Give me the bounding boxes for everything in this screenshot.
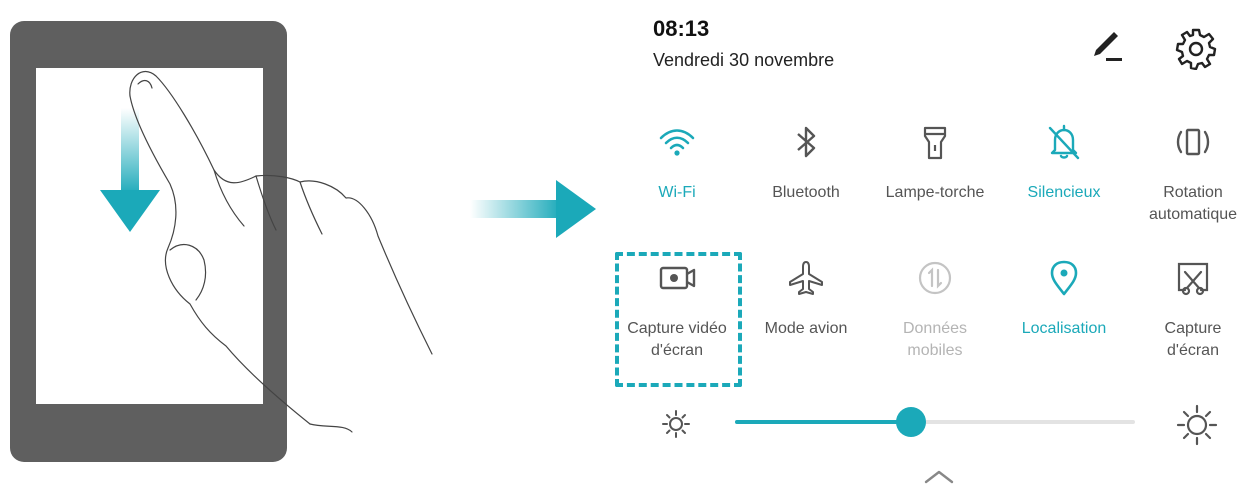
tile-mobile-data-label: Données mobiles xyxy=(902,320,968,359)
next-step-arrow xyxy=(470,180,596,238)
tile-screenshot[interactable]: Capture d'écran xyxy=(1128,258,1254,378)
brightness-high-icon xyxy=(1176,404,1218,446)
tile-silent-label: Silencieux xyxy=(1027,184,1101,201)
tile-flashlight[interactable]: Lampe-torche xyxy=(870,122,1000,242)
rotation-icon xyxy=(1176,128,1210,156)
edit-icon[interactable] xyxy=(1086,26,1126,66)
tile-silent[interactable]: Silencieux xyxy=(999,122,1129,242)
swipe-arrow-head xyxy=(100,190,160,232)
tile-airplane-label: Mode avion xyxy=(764,320,848,337)
swipe-arrow-shaft xyxy=(121,108,139,196)
status-date: Vendredi 30 novembre xyxy=(653,50,835,70)
tile-screenshot-label: Capture d'écran xyxy=(1164,320,1222,359)
status-time: 08:13 xyxy=(653,16,710,41)
brightness-slider-thumb[interactable] xyxy=(896,407,926,437)
airplane-icon xyxy=(789,261,823,295)
phone-screen xyxy=(36,68,263,404)
flashlight-icon xyxy=(923,126,947,160)
gear-icon[interactable] xyxy=(1174,26,1218,70)
chevron-up-icon[interactable] xyxy=(922,468,956,484)
brightness-low-icon xyxy=(662,410,690,438)
tile-location[interactable]: Localisation xyxy=(999,258,1129,378)
tile-wifi[interactable]: Wi-Fi xyxy=(612,122,742,242)
screen-record-icon xyxy=(659,266,696,290)
tile-location-label: Localisation xyxy=(1021,320,1107,337)
tile-bluetooth-label: Bluetooth xyxy=(772,184,840,201)
screenshot-icon xyxy=(1177,262,1209,296)
tile-rotation-label: Rotation automatique xyxy=(1148,184,1238,223)
tile-screen-record-label: Capture vidéo d'écran xyxy=(627,320,727,359)
tile-rotation[interactable]: Rotation automatique xyxy=(1128,122,1254,242)
tile-flashlight-label: Lampe-torche xyxy=(885,184,985,201)
tile-airplane[interactable]: Mode avion xyxy=(741,258,871,378)
wifi-icon xyxy=(659,129,695,156)
tile-screen-record[interactable]: Capture vidéo d'écran xyxy=(612,258,742,378)
bluetooth-icon xyxy=(797,126,816,158)
brightness-slider-fill xyxy=(735,420,911,424)
location-icon xyxy=(1050,260,1078,296)
brightness-slider-track[interactable] xyxy=(735,420,1135,424)
swipe-down-hand-illustration xyxy=(100,70,433,433)
bell-off-icon xyxy=(1048,124,1080,160)
mobile-data-icon xyxy=(918,261,952,295)
highlight-dashed-box xyxy=(615,252,742,387)
tile-bluetooth[interactable]: Bluetooth xyxy=(741,122,871,242)
tile-wifi-label: Wi-Fi xyxy=(658,184,696,201)
tile-mobile-data[interactable]: Données mobiles xyxy=(870,258,1000,378)
